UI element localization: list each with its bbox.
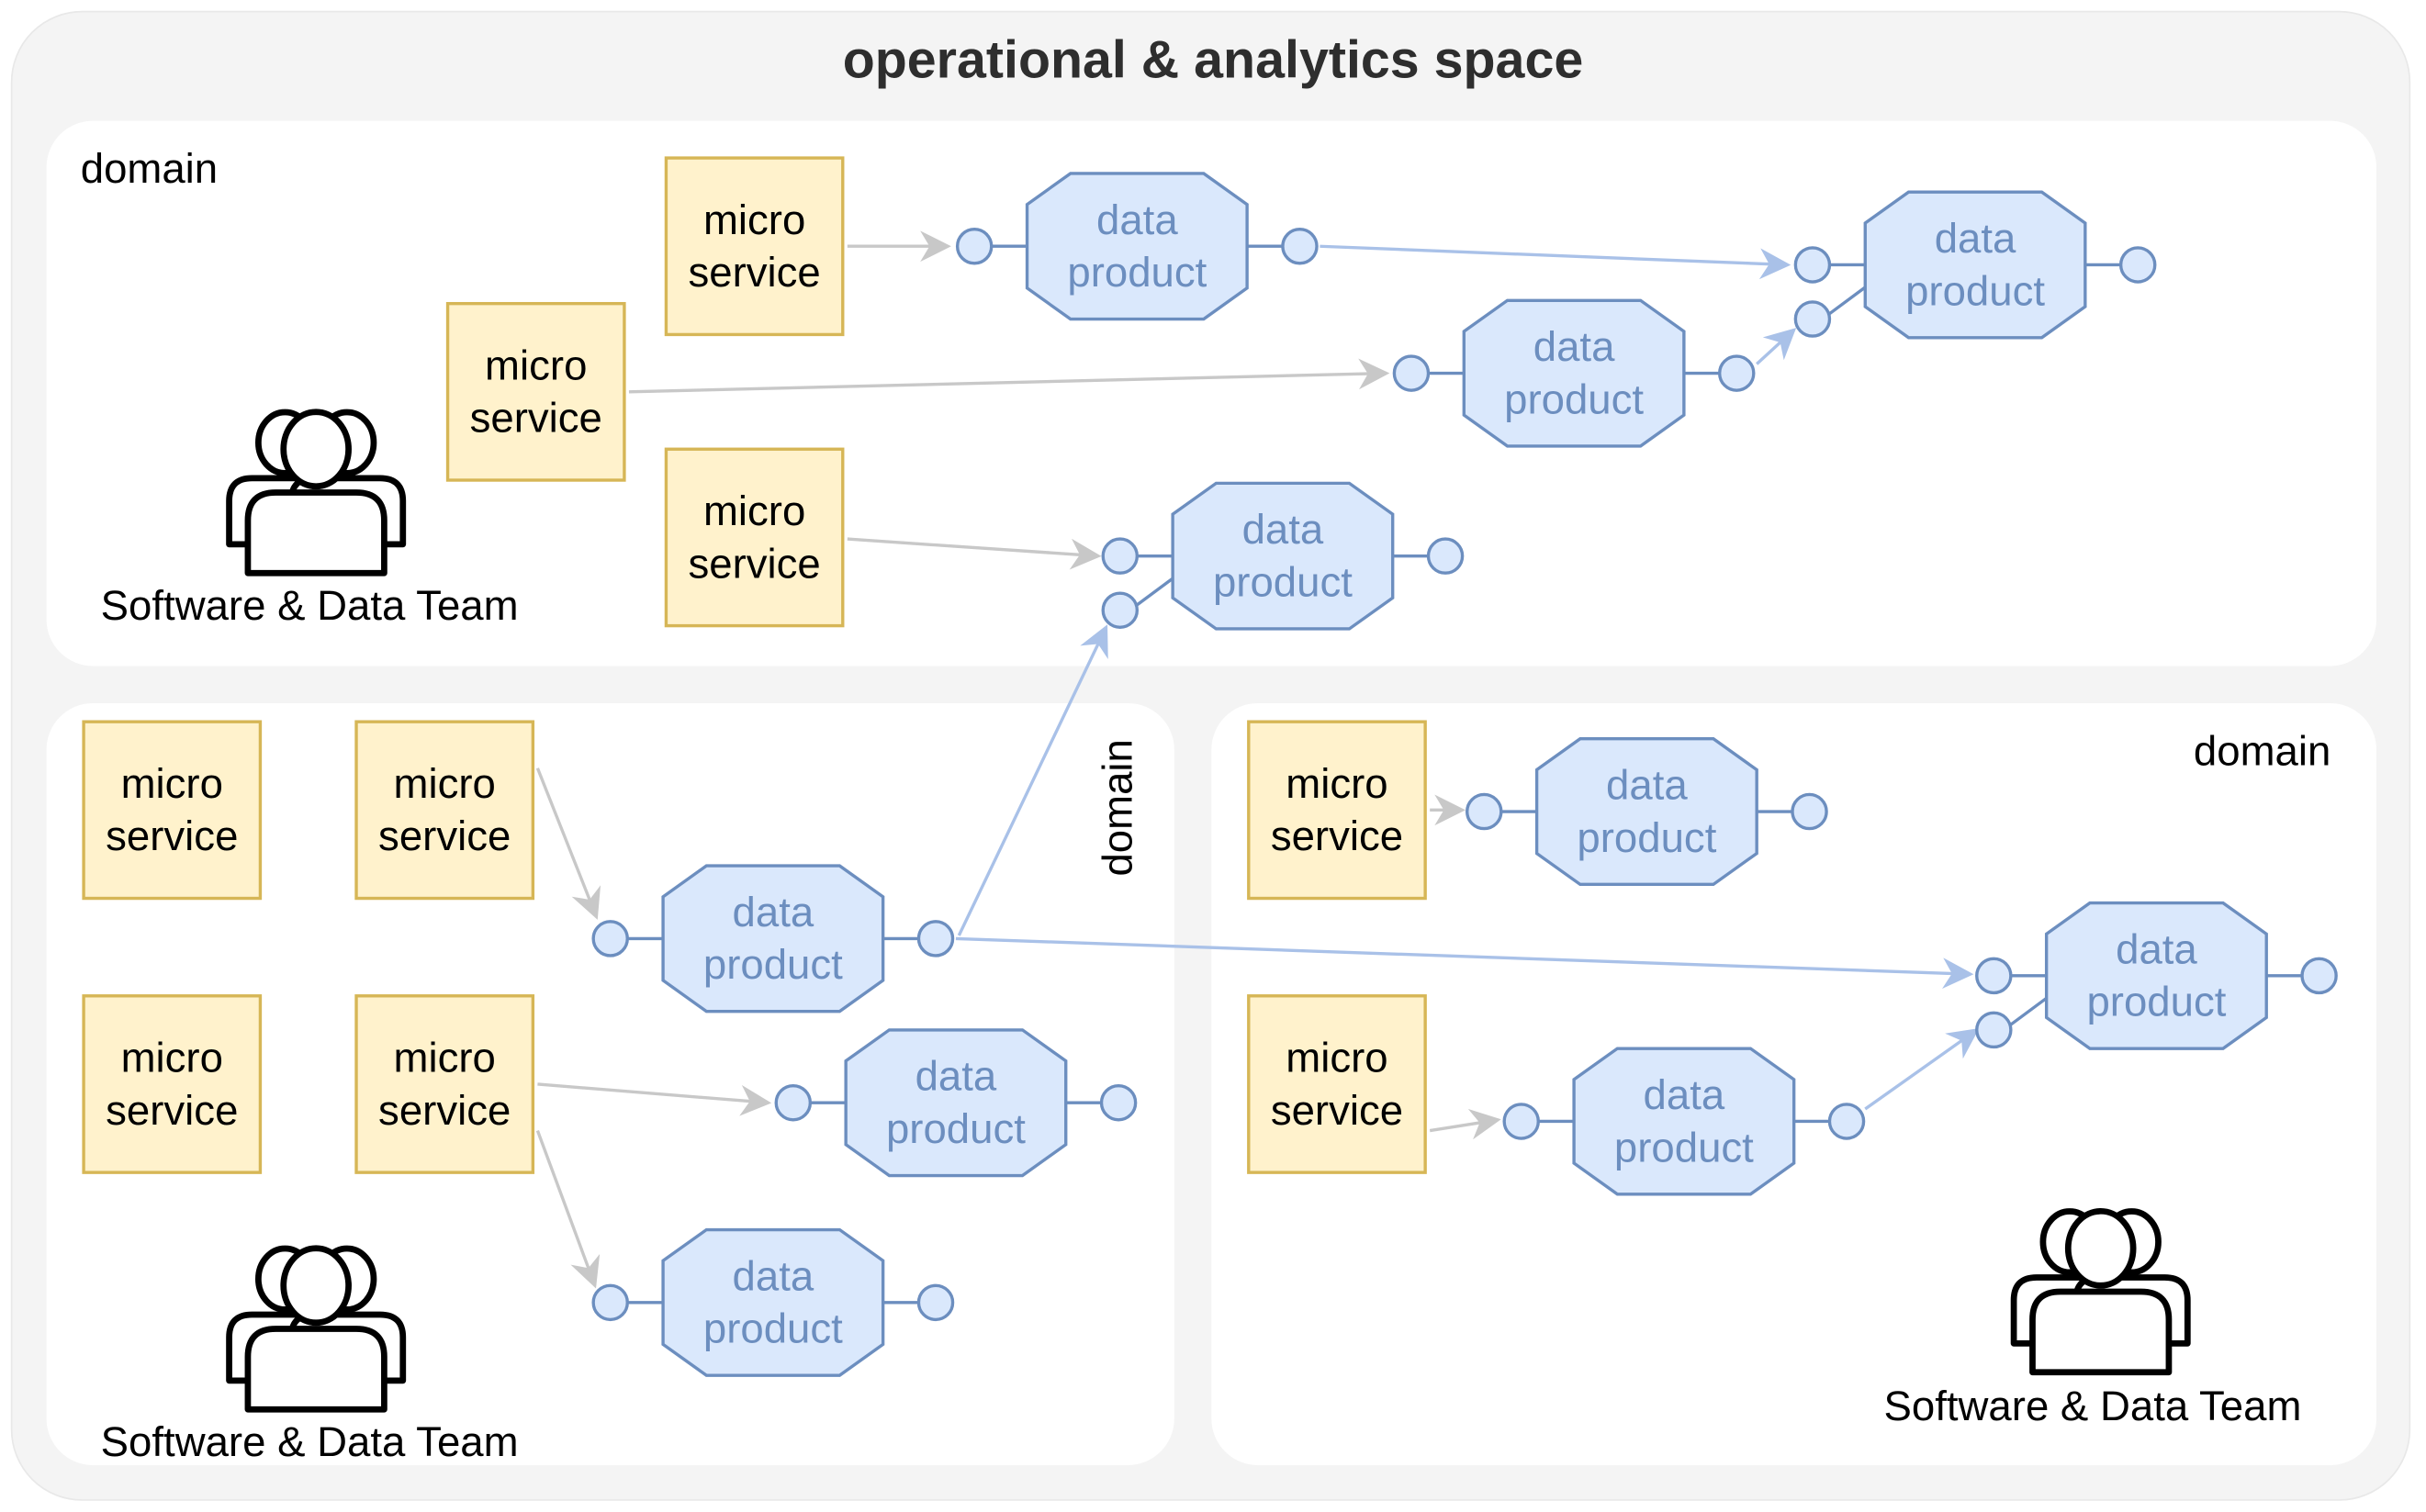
- input-connector: [2006, 994, 2051, 1028]
- arrow-ms5-dp5: [535, 767, 601, 920]
- input-port: [1502, 1103, 1540, 1140]
- input-port: [1793, 300, 1832, 338]
- input-port: [1793, 246, 1832, 284]
- person-head: [280, 409, 352, 490]
- data-product-5-label: data product: [702, 889, 843, 989]
- arrow-ms3-dp4: [847, 537, 1102, 570]
- data-product-shape: [1171, 481, 1395, 631]
- domain-label-bottom-right: domain: [2193, 727, 2331, 775]
- input-port: [591, 1283, 629, 1322]
- arrow-ms2-dp3: [628, 358, 1390, 394]
- input-port: [1465, 792, 1503, 831]
- input-port: [591, 920, 629, 958]
- person-icon: [244, 1245, 387, 1413]
- team-label-bottom-right: Software & Data Team: [1883, 1383, 2302, 1430]
- data-product-8-label: data product: [1577, 762, 1717, 862]
- input-port: [1975, 957, 2013, 995]
- microservice-2: micro service: [445, 301, 626, 482]
- person-head: [2064, 1207, 2137, 1289]
- input-port: [1101, 537, 1140, 575]
- data-product-6: [774, 1028, 1138, 1178]
- microservice-6: micro service: [82, 994, 263, 1174]
- arrow-ms7-dp7: [535, 1129, 601, 1289]
- output-port: [1281, 228, 1319, 265]
- arrow-dp5-dp10: [955, 936, 1974, 989]
- input-port: [774, 1083, 813, 1122]
- input-connector: [1132, 575, 1177, 609]
- data-product-4-label: data product: [1212, 506, 1353, 606]
- microservice-9: micro service: [1247, 994, 1427, 1174]
- input-port: [1392, 354, 1431, 392]
- data-product-1-label: data product: [1067, 196, 1207, 297]
- arrow-ms7-dp6: [537, 1082, 772, 1116]
- data-product-shape: [2044, 901, 2268, 1050]
- microservice-5: micro service: [354, 720, 535, 901]
- output-port: [2300, 957, 2338, 995]
- person-icon: [244, 409, 387, 577]
- arrow-dp5-dp4: [957, 624, 1108, 936]
- microservice-7: micro service: [354, 994, 535, 1174]
- arrow-dp3-dp2: [1756, 328, 1797, 365]
- data-product-7: [591, 1227, 955, 1377]
- output-port: [1791, 792, 1828, 831]
- output-port: [916, 920, 955, 958]
- microservice-1: micro service: [664, 156, 845, 337]
- output-port: [1717, 354, 1756, 392]
- data-product-8: [1465, 737, 1828, 887]
- team-icon-bottom-right: [2010, 1207, 2191, 1376]
- data-product-shape: [1462, 298, 1686, 448]
- team-label-top: Software & Data Team: [100, 582, 519, 629]
- person-body: [244, 1326, 387, 1413]
- data-product-9: [1502, 1047, 1866, 1196]
- data-product-5: [591, 864, 955, 1014]
- data-product-10: [1975, 901, 2338, 1050]
- team-icon-top: [226, 409, 407, 577]
- person-body: [244, 489, 387, 577]
- output-port: [916, 1283, 955, 1322]
- page-title: operational & analytics space: [842, 30, 1584, 90]
- team-icon-bottom-left: [226, 1245, 407, 1413]
- output-port: [1426, 537, 1465, 575]
- arrow-dp1-dp2: [1320, 244, 1791, 280]
- domain-label-top: domain: [80, 145, 219, 193]
- data-product-2-label: data product: [1905, 215, 2046, 315]
- arrow-dp9-dp10: [1864, 1027, 1980, 1111]
- data-product-4: [1101, 481, 1465, 631]
- input-port: [955, 228, 994, 265]
- output-port: [1827, 1103, 1866, 1140]
- input-port: [1975, 1011, 2013, 1049]
- output-port: [2118, 246, 2157, 284]
- data-product-shape: [1863, 190, 2087, 340]
- arrow-ms9-dp9: [1429, 1108, 1501, 1140]
- output-port: [1099, 1083, 1138, 1122]
- data-product-shape: [844, 1028, 1068, 1178]
- microservice-8: micro service: [1247, 720, 1427, 901]
- microservice-4: micro service: [82, 720, 263, 901]
- data-product-shape: [1534, 737, 1758, 887]
- data-product-9-label: data product: [1613, 1071, 1754, 1171]
- data-product-3-label: data product: [1504, 323, 1645, 423]
- data-product-shape: [1025, 172, 1249, 321]
- data-product-3: [1392, 298, 1756, 448]
- person-head: [280, 1245, 352, 1327]
- data-product-10-label: data product: [2086, 925, 2227, 1025]
- team-label-bottom-left: Software & Data Team: [100, 1418, 519, 1465]
- data-product-6-label: data product: [885, 1053, 1026, 1153]
- data-product-2: [1793, 190, 2157, 340]
- person-icon: [2029, 1207, 2173, 1376]
- input-port: [1101, 591, 1140, 629]
- person-body: [2029, 1288, 2173, 1376]
- input-connector: [1825, 284, 1870, 318]
- data-product-shape: [661, 1227, 885, 1377]
- data-product-shape: [1572, 1047, 1796, 1196]
- microservice-3: micro service: [664, 447, 845, 628]
- data-product-7-label: data product: [702, 1252, 843, 1352]
- data-product-1: [955, 172, 1319, 321]
- data-product-shape: [661, 864, 885, 1014]
